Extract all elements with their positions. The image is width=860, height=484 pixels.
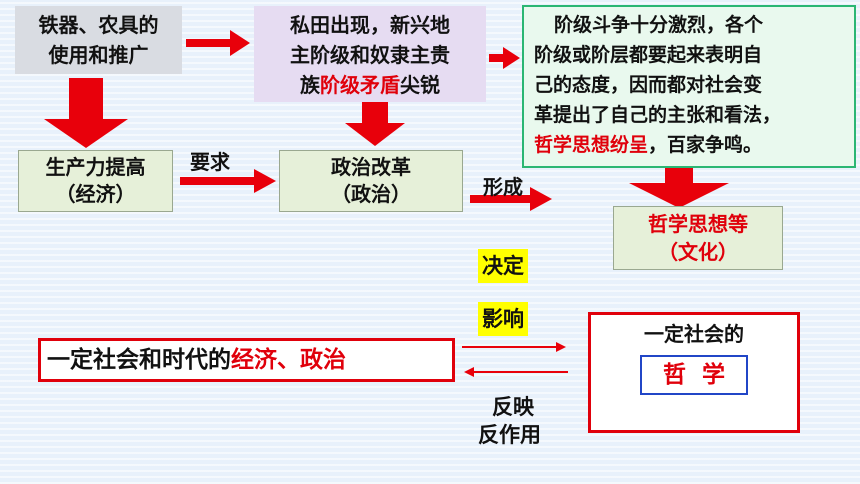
label-demand: 要求 [190, 150, 230, 174]
box-land-line2: 主阶级和奴隶主贵 [290, 43, 450, 67]
box-tools: 铁器、农具的 使用和推广 [15, 6, 182, 74]
box-reform: 政治改革 （政治） [279, 150, 463, 212]
box-tools-line2: 使用和推广 [48, 43, 149, 67]
arrow-tools-down [44, 78, 128, 148]
box-productivity-line1: 生产力提高 [45, 155, 146, 179]
box-classes-line5-post: ，百家争鸣。 [648, 134, 763, 156]
box-land-line3-pre: 族 [300, 73, 320, 97]
label-form: 形成 [483, 175, 523, 199]
box-classes-line4: 革提出了自己的主张和看法， [534, 104, 782, 126]
box-reform-line2: （政治） [331, 182, 411, 206]
label-influence: 影响 [478, 302, 528, 336]
label-react: 反作用 [478, 423, 541, 447]
box-bottom-right-line1: 一定社会的 [644, 322, 744, 346]
box-land-line3: 族阶级矛盾尖锐 [254, 70, 486, 100]
box-productivity: 生产力提高 （经济） [18, 150, 173, 212]
box-classes-line5-red: 哲学思想纷呈 [534, 134, 649, 156]
box-productivity-line2: （经济） [55, 182, 136, 206]
box-land-line3-red: 阶级矛盾 [320, 73, 400, 97]
box-philosophy-line2: （文化） [658, 240, 738, 264]
label-decide: 决定 [478, 249, 528, 283]
box-land-line1: 私田出现，新兴地 [290, 13, 450, 37]
box-land: 私田出现，新兴地 主阶级和奴隶主贵 族阶级矛盾尖锐 [254, 6, 486, 102]
box-classes-line1: 阶级斗争十分激烈，各个 [554, 14, 764, 36]
arrow-reform-to-philosophy [470, 187, 552, 211]
box-bottom-left: 一定社会和时代的经济、政治 [38, 338, 455, 382]
box-tools-line1: 铁器、农具的 [38, 13, 159, 37]
arrow-land-to-classes [489, 47, 520, 69]
arrow-tools-to-land [186, 30, 250, 56]
arrow-decide-right [462, 342, 566, 352]
label-reflect: 反映 [492, 395, 534, 419]
box-classes: 阶级斗争十分激烈，各个 阶级或阶层都要起来表明自 己的态度，因而都对社会变 革提… [522, 5, 856, 168]
box-philosophy-inner: 哲 学 [640, 355, 748, 395]
box-land-line3-post: 尖锐 [400, 73, 440, 97]
arrow-reflect-left [464, 367, 568, 377]
box-classes-line3: 己的态度，因而都对社会变 [534, 74, 763, 96]
box-bottom-left-pre: 一定社会和时代的 [47, 347, 231, 373]
box-bottom-left-red: 经济、政治 [231, 347, 346, 373]
box-classes-line5: 哲学思想纷呈，百家争鸣。 [534, 130, 846, 160]
arrow-productivity-to-reform [180, 169, 276, 193]
box-bottom-right: 一定社会的 哲 学 [588, 312, 800, 433]
box-philosophy: 哲学思想等 （文化） [613, 206, 783, 270]
arrow-land-down [345, 102, 405, 146]
box-philosophy-line1: 哲学思想等 [648, 212, 748, 236]
arrow-classes-down [629, 166, 729, 208]
box-reform-line1: 政治改革 [331, 155, 411, 179]
box-classes-line2: 阶级或阶层都要起来表明自 [534, 44, 763, 66]
